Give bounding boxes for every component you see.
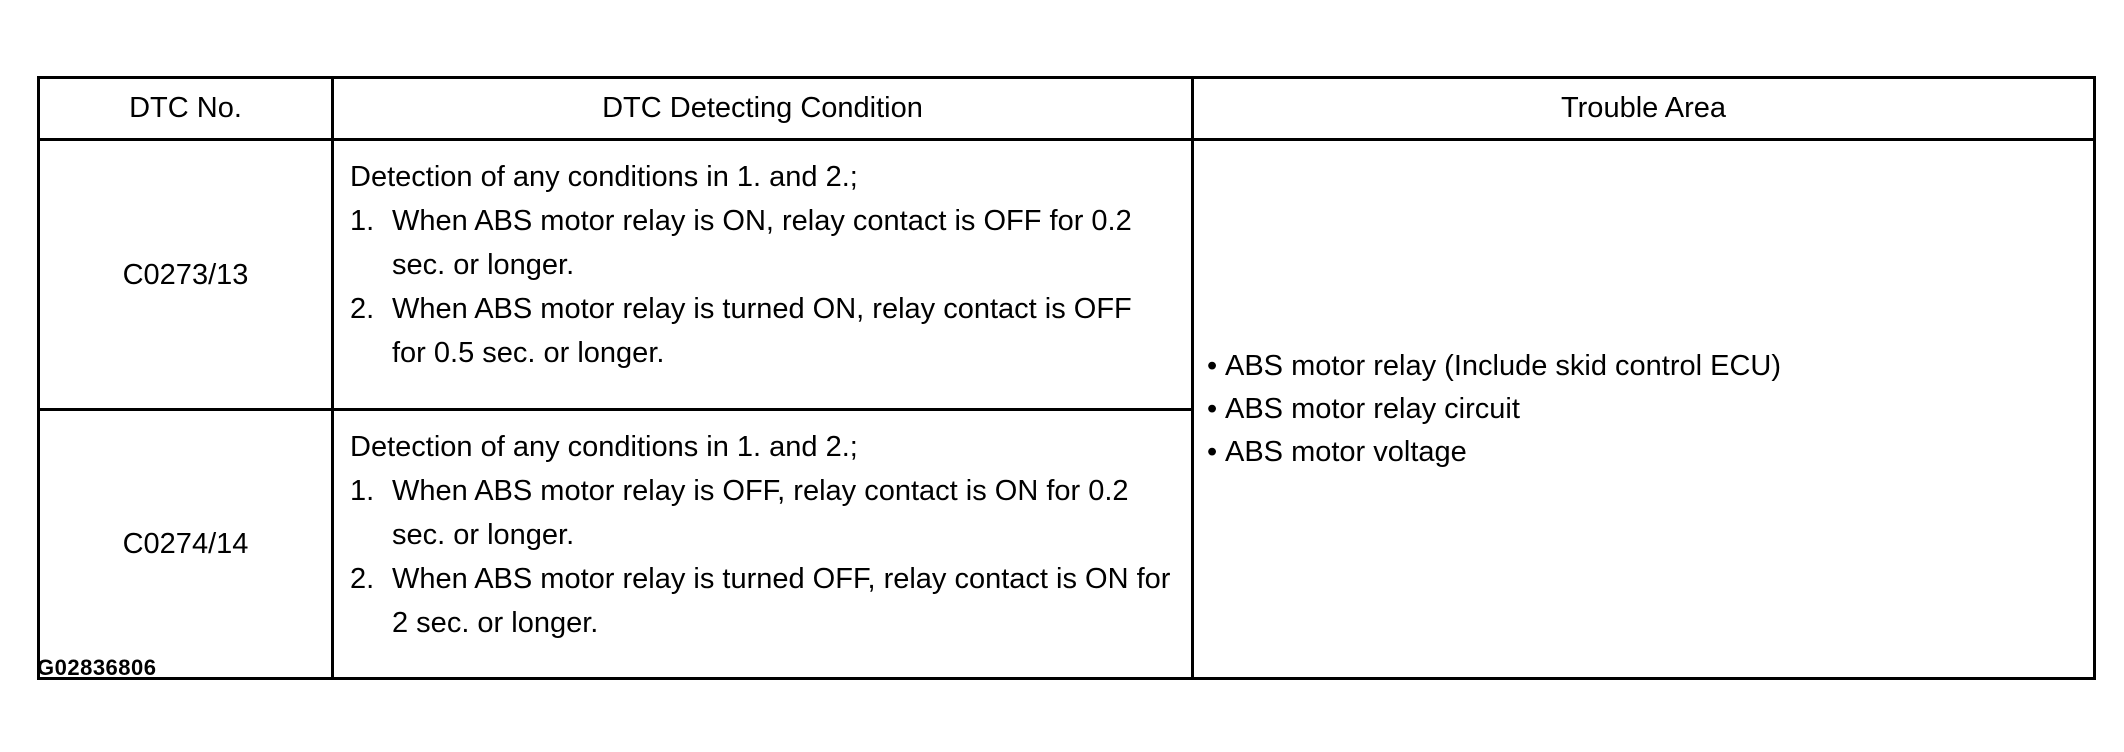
trouble-area-item: •ABS motor voltage (1207, 431, 2093, 474)
dtc-code: C0273/13 (37, 138, 334, 411)
condition-text: When ABS motor relay is turned ON, relay… (392, 293, 1132, 369)
header-trouble-area: Trouble Area (1191, 76, 2096, 141)
trouble-area: •ABS motor relay (Include skid control E… (1191, 138, 2096, 680)
figure-id: G02836806 (37, 655, 157, 680)
header-detecting-condition: DTC Detecting Condition (331, 76, 1194, 141)
condition-item: 2. When ABS motor relay is turned ON, rel… (350, 287, 1171, 375)
trouble-area-item: •ABS motor relay (Include skid control E… (1207, 345, 2093, 388)
condition-number: 1. (350, 205, 375, 237)
dtc-table: DTC No. DTC Detecting Condition Trouble … (37, 76, 2096, 680)
detecting-condition: Detection of any conditions in 1. and 2.… (331, 138, 1194, 411)
header-dtc-no: DTC No. (37, 76, 334, 141)
trouble-area-text: ABS motor relay (Include skid control EC… (1225, 349, 1782, 382)
condition-intro: Detection of any conditions in 1. and 2.… (350, 431, 858, 463)
condition-text: When ABS motor relay is ON, relay contac… (392, 205, 1132, 281)
bullet-icon: • (1207, 392, 1218, 425)
trouble-area-text: ABS motor relay circuit (1225, 392, 1520, 425)
trouble-area-item: •ABS motor relay circuit (1207, 388, 2093, 431)
condition-item: 1. When ABS motor relay is ON, relay cont… (350, 199, 1171, 287)
table-row: C0274/14 Detection of any conditions in … (37, 408, 2095, 680)
trouble-area-list: •ABS motor relay (Include skid control E… (1207, 345, 2093, 474)
condition-item: 2. When ABS motor relay is turned OFF, re… (350, 557, 1171, 645)
table-row: C0273/13 Detection of any conditions in … (37, 138, 2096, 680)
bullet-icon: • (1207, 349, 1218, 382)
condition-intro: Detection of any conditions in 1. and 2.… (350, 161, 858, 193)
dtc-code: C0274/14 (37, 408, 334, 680)
condition-number: 2. (350, 293, 375, 325)
condition-item: 1. When ABS motor relay is OFF, relay con… (350, 469, 1171, 557)
condition-text: When ABS motor relay is turned OFF, rela… (392, 563, 1171, 639)
bullet-icon: • (1207, 435, 1218, 468)
detecting-condition: Detection of any conditions in 1. and 2.… (331, 408, 1194, 680)
condition-number: 2. (350, 563, 375, 595)
condition-text: When ABS motor relay is OFF, relay conta… (392, 475, 1129, 551)
trouble-area-text: ABS motor voltage (1225, 435, 1467, 468)
condition-number: 1. (350, 475, 375, 507)
table-header-row: DTC No. DTC Detecting Condition Trouble … (37, 76, 2096, 141)
